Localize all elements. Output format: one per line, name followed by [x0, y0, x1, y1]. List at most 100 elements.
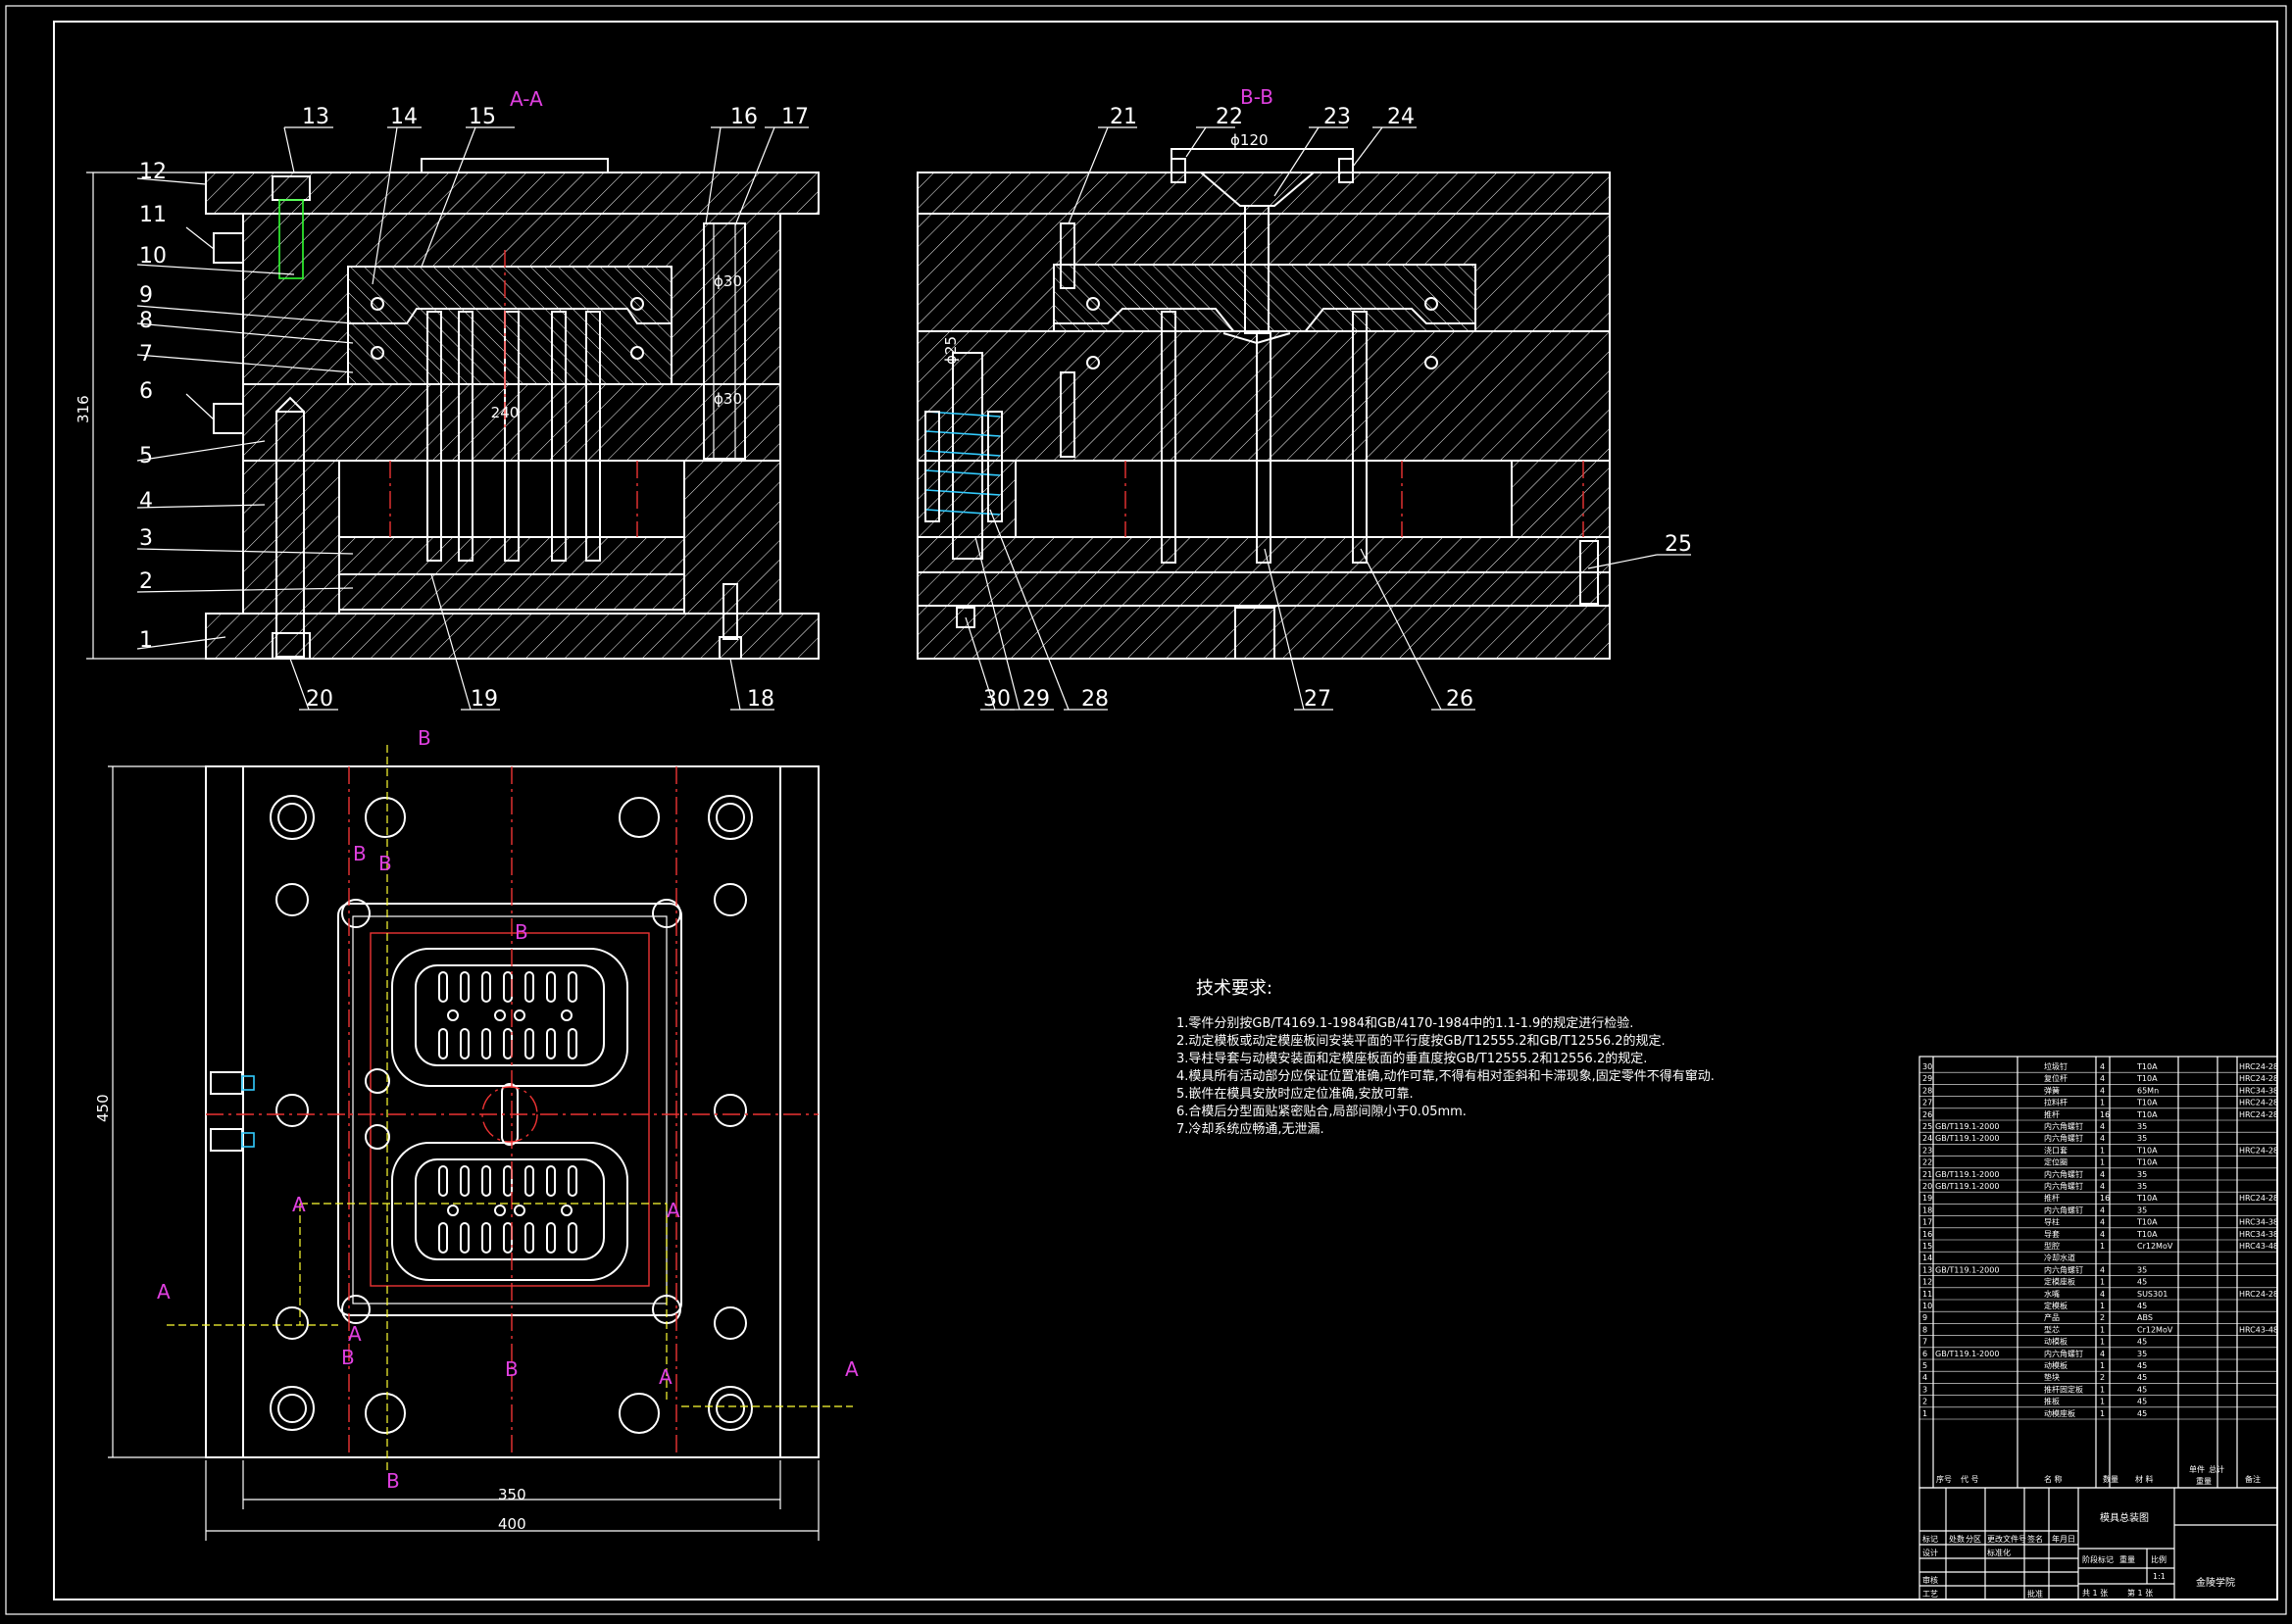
marker-b-4: B [515, 920, 528, 944]
bom-cell-mat: 35 [2137, 1182, 2147, 1191]
bom-cell-code: GB/T119.1-2000 [1935, 1170, 1999, 1179]
bom-cell-name: 垫块 [2044, 1372, 2060, 1382]
marker-b-1: B [418, 726, 431, 750]
part-5: 5 [139, 444, 153, 468]
bom-cell-qty: 1 [2100, 1385, 2105, 1394]
part-10: 10 [139, 244, 167, 269]
bom-cell-mat: T10A [2136, 1110, 2158, 1119]
bom-header-no: 序号 [1936, 1474, 1952, 1484]
section-b-b-view: ϕ120 ϕ25 B-B [917, 85, 1611, 660]
bom-header-mat: 材 料 [2135, 1474, 2154, 1484]
bom-cell-mat: 45 [2137, 1398, 2147, 1406]
part-19: 19 [471, 687, 498, 712]
dim-insert-width: 240 [491, 404, 520, 421]
bom-cell-no: 15 [1922, 1242, 1932, 1251]
dim-dia120: ϕ120 [1230, 131, 1269, 149]
title-row-date: 年月日 [2052, 1534, 2075, 1544]
plan-view: 450 350 400 B B B B B B B A A A A A A [94, 726, 859, 1541]
bom-cell-qty: 4 [2100, 1218, 2105, 1227]
marker-b-3: B [378, 852, 392, 875]
bom-cell-note: HRC24-28 [2239, 1110, 2278, 1119]
title-row-count: 处数 [1949, 1534, 1965, 1544]
part-16: 16 [730, 105, 758, 129]
section-b-b-leaders: 21 22 23 24 25 30 29 28 27 26 [965, 105, 1692, 712]
bom-cell-no: 17 [1922, 1218, 1932, 1227]
bom-cell-qty: 1 [2100, 1409, 2105, 1418]
bom-cell-no: 10 [1922, 1302, 1932, 1310]
bom-cell-name: 复位杆 [2044, 1073, 2068, 1083]
part-15: 15 [469, 105, 496, 129]
bom-cell-qty: 1 [2100, 1338, 2105, 1347]
bom-cell-no: 12 [1922, 1278, 1932, 1287]
inner-border [53, 21, 2278, 1600]
section-a-a-view: 316 240 ϕ30 ϕ30 A-A [75, 87, 820, 660]
bom-cell-note: HRC43-48 [2239, 1325, 2278, 1334]
bom-cell-qty: 1 [2100, 1398, 2105, 1406]
title-row-doc: 更改文件号 [1987, 1534, 2026, 1544]
bom-cell-qty: 1 [2100, 1099, 2105, 1107]
part-30: 30 [983, 687, 1011, 712]
bom-cell-no: 24 [1922, 1134, 1932, 1143]
bom-cell-mat: T10A [2136, 1230, 2158, 1239]
bom-cell-name: 水嘴 [2044, 1289, 2060, 1299]
section-a-a-leaders: 13 14 15 16 17 12 11 10 9 8 7 6 5 4 3 2 … [136, 105, 809, 712]
bom-cell-qty: 4 [2100, 1122, 2105, 1131]
bom-cell-note: HRC34-38 [2239, 1230, 2278, 1239]
part-1: 1 [139, 628, 153, 653]
title-role-process: 工艺 [1922, 1590, 1938, 1599]
part-3: 3 [139, 526, 153, 551]
bom-cell-no: 19 [1922, 1194, 1932, 1203]
title-stage-label: 阶段标记 [2082, 1554, 2114, 1564]
tech-req-4: 4.模具所有活动部分应保证位置准确,动作可靠,不得有相对歪斜和卡滞现象,固定零件… [1176, 1068, 1715, 1084]
bom-cell-name: 定模板 [2044, 1301, 2068, 1310]
part-29: 29 [1022, 687, 1050, 712]
bom-cell-no: 23 [1922, 1146, 1932, 1155]
bom-cell-note: HRC34-38 [2239, 1218, 2278, 1227]
part-24: 24 [1387, 105, 1415, 129]
bom-cell-mat: T10A [2136, 1062, 2158, 1071]
marker-a-6: A [845, 1357, 859, 1381]
bom-cell-qty: 1 [2100, 1158, 2105, 1167]
bom-cell-no: 20 [1922, 1182, 1932, 1191]
bom-cell-qty: 4 [2100, 1134, 2105, 1143]
bom-cell-name: 动模座板 [2044, 1408, 2075, 1418]
part-12: 12 [139, 160, 167, 184]
dim-dia30-a: ϕ30 [714, 272, 742, 290]
bom-cell-name: 导套 [2044, 1229, 2060, 1239]
bom-cell-qty: 1 [2100, 1146, 2105, 1155]
bom-cell-qty: 16 [2100, 1110, 2110, 1119]
marker-b-6: B [505, 1357, 519, 1381]
bom-cell-mat: 45 [2137, 1385, 2147, 1394]
bom-cell-no: 7 [1922, 1338, 1927, 1347]
part-21: 21 [1110, 105, 1137, 129]
bom-cell-code: GB/T119.1-2000 [1935, 1350, 1999, 1358]
bom-cell-name: 内六角螺钉 [2044, 1264, 2083, 1274]
bom-cell-mat: 45 [2137, 1373, 2147, 1382]
bom-cell-no: 1 [1922, 1409, 1927, 1418]
bom-cell-note: HRC24-28 [2239, 1194, 2278, 1203]
bom-cell-mat: 35 [2137, 1134, 2147, 1143]
dim-plan-inner-width: 350 [498, 1486, 526, 1503]
bom-cell-mat: 35 [2137, 1206, 2147, 1214]
bom-cell-mat: 45 [2137, 1409, 2147, 1418]
part-11: 11 [139, 203, 167, 227]
part-25: 25 [1665, 532, 1692, 557]
technical-requirements: 技术要求: 1.零件分别按GB/T4169.1-1984和GB/4170-198… [1176, 978, 1715, 1137]
bom-cell-qty: 4 [2100, 1062, 2105, 1071]
bom-cell-qty: 4 [2100, 1230, 2105, 1239]
title-sheet-total: 共 1 张 [2082, 1589, 2108, 1598]
bom-cell-name: 产品 [2044, 1312, 2060, 1322]
marker-a-4: A [667, 1199, 680, 1222]
tech-req-1: 1.零件分别按GB/T4169.1-1984和GB/4170-1984中的1.1… [1176, 1015, 1633, 1031]
dim-dia30-b: ϕ30 [714, 390, 742, 408]
title-role-approve: 批准 [2027, 1589, 2043, 1599]
marker-a-2: A [292, 1193, 306, 1216]
bom-cell-name: 型芯 [2044, 1324, 2060, 1334]
bom-cell-no: 11 [1922, 1290, 1932, 1299]
bom-cell-no: 13 [1922, 1265, 1932, 1274]
bom-cell-name: 导柱 [2044, 1217, 2060, 1227]
marker-a-3: A [348, 1322, 362, 1346]
